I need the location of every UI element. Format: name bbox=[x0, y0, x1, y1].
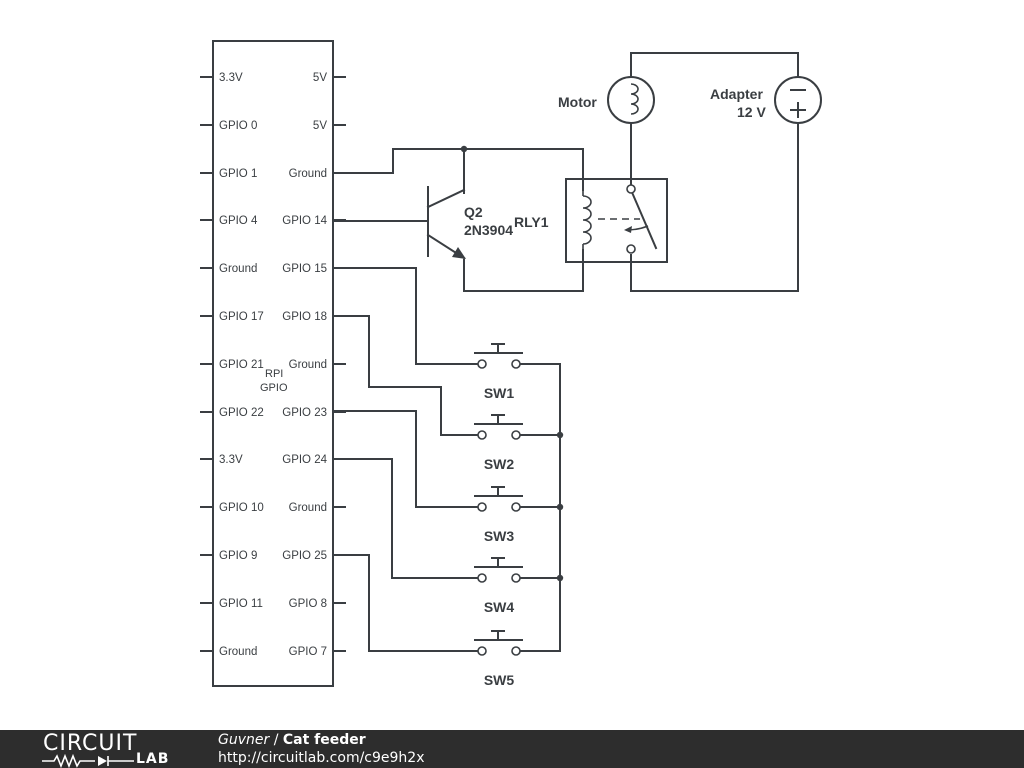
chip-right-pin-label: 5V bbox=[313, 120, 327, 132]
motor-coil-icon bbox=[630, 83, 639, 115]
chip-right-pin-label: GPIO 25 bbox=[282, 550, 327, 562]
circuit-title-link[interactable]: Cat feeder bbox=[282, 732, 366, 748]
switch-label: SW5 bbox=[484, 672, 515, 688]
q2-part-number: 2N3904 bbox=[464, 222, 513, 238]
relay-contact-terminal bbox=[626, 184, 636, 194]
relay-coil-icon bbox=[582, 190, 592, 250]
push-button-sw1: SW1 bbox=[474, 343, 523, 401]
switch-label: SW4 bbox=[484, 599, 515, 615]
switch-terminal bbox=[511, 573, 521, 583]
motor: Motor bbox=[558, 76, 655, 124]
relay-contact-terminal bbox=[626, 244, 636, 254]
chip-left-pin-label: GPIO 11 bbox=[219, 598, 263, 610]
switch-terminal bbox=[511, 502, 521, 512]
adapter-name: Adapter bbox=[710, 86, 763, 102]
motor-body bbox=[607, 76, 655, 124]
wire-gpio15-sw1 bbox=[332, 267, 479, 365]
relay-body bbox=[565, 178, 668, 263]
chip-right-pin-label: GPIO 14 bbox=[282, 215, 327, 227]
chip-right-pin-label: GPIO 7 bbox=[289, 646, 327, 658]
chip-right-pin-label: GPIO 15 bbox=[282, 263, 327, 275]
chip-left-pin-label: GPIO 0 bbox=[219, 120, 257, 132]
circuitlab-logo[interactable]: CIRCUIT LAB bbox=[40, 732, 180, 768]
q2-collector-lead bbox=[426, 188, 466, 209]
relay-arrowhead-icon bbox=[624, 226, 632, 233]
wire-switch-to-adapter bbox=[630, 123, 799, 292]
wires bbox=[332, 52, 799, 652]
chip-left-pin-label: GPIO 1 bbox=[219, 168, 257, 180]
transistor-q2: Q2 2N3904 bbox=[426, 186, 513, 260]
chip-left-pin-label: GPIO 10 bbox=[219, 502, 264, 514]
switch-label: SW1 bbox=[484, 385, 515, 401]
chip-left-pin-label: GPIO 9 bbox=[219, 550, 257, 562]
logo-text-circuit: CIRCUIT bbox=[43, 731, 138, 756]
dc-adapter: Adapter 12 V bbox=[710, 76, 822, 124]
chip-right-pin-label: Ground bbox=[289, 359, 327, 371]
switch-terminal bbox=[477, 430, 487, 440]
wire-motor-adapter-top bbox=[630, 52, 799, 78]
chip-right-pin-label: GPIO 24 bbox=[282, 454, 327, 466]
chip-right-pin-label: GPIO 18 bbox=[282, 311, 327, 323]
wire-gpio18-sw2 bbox=[332, 315, 479, 436]
switch-terminal bbox=[511, 359, 521, 369]
wire-gpio25-sw5 bbox=[332, 554, 479, 652]
chip-name-line2: GPIO bbox=[260, 382, 288, 394]
chip-right-pin-label: GPIO 8 bbox=[289, 598, 327, 610]
junction-dot bbox=[556, 431, 564, 439]
chip-left-pin-label: Ground bbox=[219, 646, 257, 658]
adapter-voltage: 12 V bbox=[737, 104, 766, 120]
wire-ground-to-relay bbox=[332, 148, 584, 191]
adapter-body bbox=[774, 76, 822, 124]
wire-q2-emitter bbox=[463, 249, 584, 292]
motor-label: Motor bbox=[558, 94, 597, 110]
switch-label: SW3 bbox=[484, 528, 515, 544]
junction-dot bbox=[556, 574, 564, 582]
chip-left-pin-label: GPIO 4 bbox=[219, 215, 258, 227]
push-button-sw2: SW2 bbox=[474, 414, 523, 472]
chip-right-pin-label: Ground bbox=[289, 502, 327, 514]
switch-label: SW2 bbox=[484, 456, 515, 472]
chip-left-pin-label: GPIO 22 bbox=[219, 407, 264, 419]
chip-left-pin-label: GPIO 21 bbox=[219, 359, 264, 371]
switch-terminal bbox=[477, 573, 487, 583]
switch-terminal bbox=[511, 646, 521, 656]
chip-right-pin-label: GPIO 23 bbox=[282, 407, 327, 419]
relay-contact-arm bbox=[629, 188, 658, 250]
chip-right-pin-label: 5V bbox=[313, 72, 327, 84]
switch-terminal bbox=[511, 430, 521, 440]
circuit-attribution: Guvner / Cat feeder http://circuitlab.co… bbox=[218, 731, 425, 767]
switch-terminal bbox=[477, 359, 487, 369]
logo-resistor-diode-icon bbox=[42, 754, 134, 768]
wire-gpio23-sw3 bbox=[332, 410, 479, 508]
q2-emitter-arrow-icon bbox=[452, 247, 466, 259]
switch-terminal bbox=[477, 646, 487, 656]
q2-reference: Q2 bbox=[464, 204, 483, 220]
logo-text-lab: LAB bbox=[136, 751, 170, 767]
switch-terminal bbox=[477, 502, 487, 512]
chip-right-pin-label: Ground bbox=[289, 168, 327, 180]
relay-label: RLY1 bbox=[514, 214, 549, 230]
push-button-sw3: SW3 bbox=[474, 486, 523, 544]
footer-bar: CIRCUIT LAB Guvner / Cat feeder http://c… bbox=[0, 730, 1024, 768]
title-separator: / bbox=[269, 732, 283, 748]
chip-name-line1: RPI bbox=[265, 368, 283, 380]
author-link[interactable]: Guvner bbox=[218, 732, 270, 748]
chip-left-pin-label: 3.3V bbox=[219, 454, 243, 466]
relay-rly1: RLY1 bbox=[514, 178, 668, 263]
push-button-sw5: SW5 bbox=[474, 630, 523, 688]
push-button-sw4: SW4 bbox=[474, 557, 523, 615]
chip-left-pin-label: Ground bbox=[219, 263, 257, 275]
wire-gpio24-sw4 bbox=[332, 458, 479, 579]
chip-left-pin-label: 3.3V bbox=[219, 72, 243, 84]
junction-dot bbox=[556, 503, 564, 511]
chip-left-pin-label: GPIO 17 bbox=[219, 311, 264, 323]
circuit-url-link[interactable]: http://circuitlab.com/c9e9h2x bbox=[218, 750, 425, 766]
junction-dot bbox=[460, 145, 468, 153]
